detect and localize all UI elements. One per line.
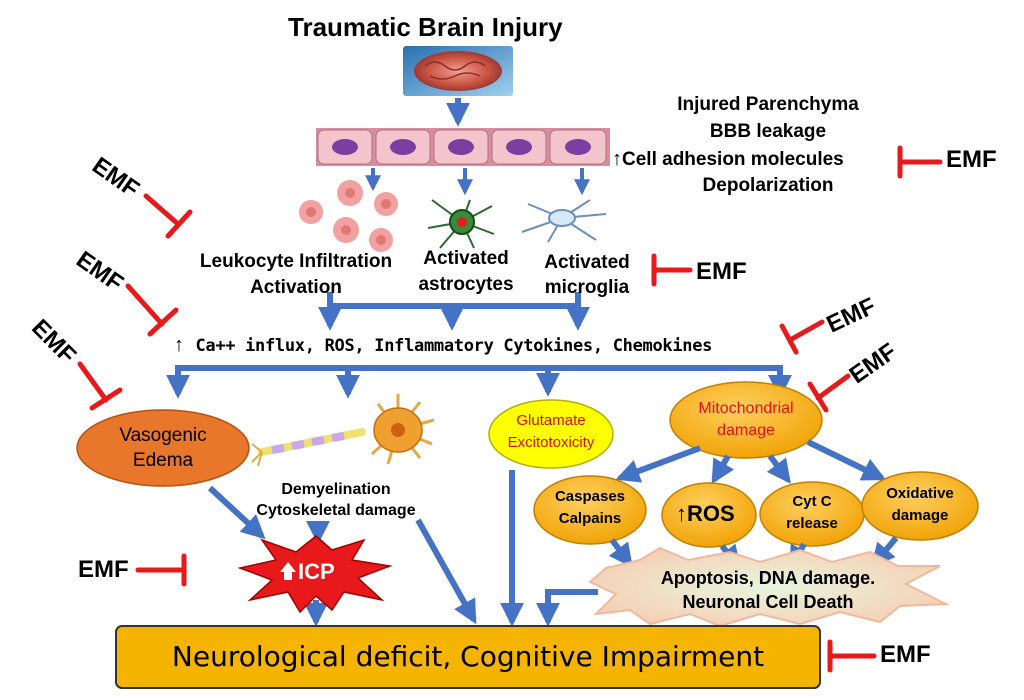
apoptosis-burst (588, 546, 950, 628)
mito-label-2: damage (717, 422, 775, 439)
leukocyte-cells (299, 180, 398, 252)
emf-inhibitors (77, 145, 943, 673)
demyelination-label-1: Demyelination (281, 481, 391, 498)
astrocyte-label-1: Activated (423, 248, 509, 269)
edema-label-1: Vasogenic (119, 425, 207, 446)
leukocyte-label-2: Activation (250, 277, 342, 298)
ros-label: ROS (687, 501, 735, 526)
brain-image (403, 46, 513, 96)
outcome-box (115, 625, 821, 689)
mediators-text: Ca++ influx, ROS, Inflammatory Cytokines… (195, 336, 713, 356)
arrow-mito-cytc (766, 454, 791, 484)
neuron-image (251, 394, 435, 467)
arrow-apoptosis-outcome (536, 589, 598, 627)
arrow-mito-ros (711, 454, 735, 485)
oxidative-label-2: damage (891, 507, 949, 524)
injury-item-1: Injured Parenchyma (677, 94, 859, 115)
glutamate-node (488, 399, 614, 469)
oxidative-label-1: Oxidative (886, 485, 954, 502)
mediators-row: ↑ Ca++ influx, ROS, Inflammatory Cytokin… (174, 334, 712, 357)
astrocyte-label-2: astrocytes (418, 274, 514, 295)
arrow-caspases-apoptosis (608, 538, 633, 568)
microglia-label-1: Activated (544, 252, 630, 273)
outcome-label: Neurological deficit, Cognitive Impairme… (171, 640, 765, 673)
mito-node (669, 381, 823, 459)
arrow-demyelination-outcome (415, 518, 477, 625)
cytc-node (759, 481, 865, 547)
glutamate-label-2: Excitotoxicity (507, 434, 595, 451)
emf-label-microglia: EMF (696, 258, 747, 285)
endothelial-cells (316, 128, 610, 166)
arrow-mito-caspases (615, 445, 702, 483)
apoptosis-label-2: Neuronal Cell Death (682, 592, 854, 612)
edema-label-2: Edema (132, 450, 194, 471)
glutamate-label-1: Glutamate (516, 412, 586, 429)
cytc-label-1: Cyt C (792, 493, 832, 510)
up-arrow-icon: ↑ (174, 334, 184, 356)
injury-item-2: BBB leakage (709, 121, 827, 142)
caspases-label-2: Calpains (558, 510, 622, 527)
up-arrow-icon (280, 562, 296, 580)
icp-burst (237, 535, 393, 614)
emf-label-outcome: EMF (880, 641, 931, 668)
injury-item-3-row: ↑Cell adhesion molecules (612, 148, 844, 171)
up-arrow-icon: ↑ (612, 148, 622, 170)
ros-node (661, 482, 757, 548)
emf-label-icp: EMF (78, 556, 129, 583)
caspases-node (533, 475, 647, 545)
arrow-edema-icp (207, 485, 266, 540)
edema-node (76, 409, 250, 487)
mito-label-1: Mitochondrial (698, 400, 794, 417)
microglia-cell (521, 199, 607, 243)
injury-item-4: Depolarization (702, 175, 834, 196)
diagram-title: Traumatic Brain Injury (288, 12, 563, 42)
astrocyte-cell (427, 199, 495, 249)
injury-item-3: Cell adhesion molecules (622, 149, 844, 170)
icp-label: ICP (298, 559, 335, 584)
leukocyte-label-1: Leukocyte Infiltration (199, 251, 393, 272)
microglia-label-2: microglia (544, 277, 630, 298)
connector-mediators-split (175, 365, 783, 392)
cytc-label-2: release (786, 515, 838, 532)
emf-label-adhesion: EMF (946, 146, 997, 173)
demyelination-label-2: Cytoskeletal damage (256, 502, 416, 519)
arrow-mito-oxidative (806, 439, 887, 481)
oxidative-node (861, 471, 979, 541)
caspases-label-1: Caspases (554, 488, 626, 505)
up-arrow-icon: ↑ (676, 501, 687, 526)
apoptosis-label-1: Apoptosis, DNA damage. (660, 568, 876, 588)
ros-row: ↑ROS (676, 501, 735, 527)
